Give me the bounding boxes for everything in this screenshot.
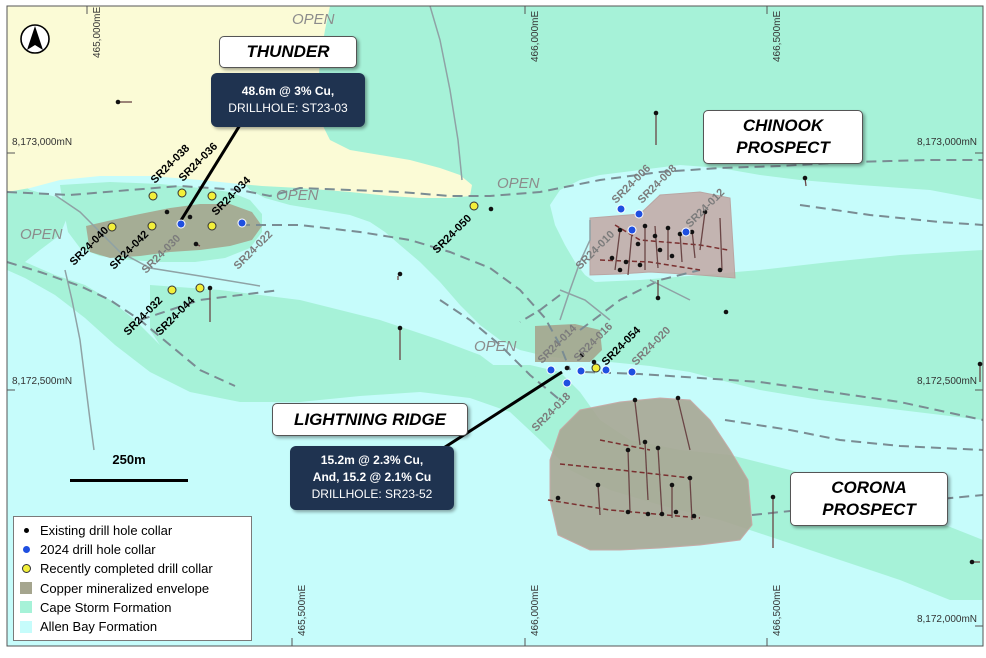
- cape-storm-formation-upper: [230, 6, 983, 420]
- title-thunder-text: THUNDER: [246, 42, 330, 61]
- callout-thunder: 48.6m @ 3% Cu, DRILLHOLE: ST23-03: [211, 73, 365, 127]
- open-label-top: OPEN: [292, 11, 335, 28]
- cape-storm-formation-south: [150, 285, 500, 392]
- lightning-leader: [427, 370, 563, 460]
- title-chinook-line2: PROSPECT: [736, 138, 830, 157]
- legend-item-existing-collar: Existing drill hole collar: [20, 521, 245, 540]
- envelope-thunder: [86, 204, 262, 258]
- allen-bay-swatch-icon: [20, 620, 32, 633]
- fault-lines: [6, 159, 984, 516]
- callout-thunder-line1: 48.6m @ 3% Cu,: [241, 84, 335, 98]
- legend-item-cape-storm: Cape Storm Formation: [20, 598, 245, 617]
- drill-sticks: [118, 101, 981, 563]
- north-arrow-icon: [20, 24, 50, 54]
- collar-2024-symbol-icon: [20, 544, 32, 556]
- existing-collars: [115, 99, 983, 565]
- envelope-swatch-icon: [20, 582, 32, 595]
- title-thunder: THUNDER: [219, 36, 357, 68]
- callout-thunder-line2: DRILLHOLE: ST23-03: [228, 101, 348, 115]
- open-label-center: OPEN: [497, 175, 540, 192]
- northing-right-8172500: 8,172,500mN: [917, 376, 977, 387]
- title-lightning-text: LIGHTNING RIDGE: [293, 410, 447, 429]
- scale-bar-label: 250m: [112, 452, 146, 467]
- open-label-west: OPEN: [20, 226, 63, 243]
- cape-storm-swatch-icon: [20, 601, 32, 614]
- collars-recent: [107, 188, 601, 373]
- existing-collar-symbol-icon: [20, 525, 32, 537]
- northing-right-8173000: 8,173,000mN: [917, 137, 977, 148]
- easting-bottom-465500: 465,500mE: [297, 585, 308, 636]
- recent-collar-symbol-icon: [20, 563, 32, 575]
- title-corona-prospect: CORONA PROSPECT: [790, 472, 948, 526]
- scale-bar-line: [70, 479, 188, 482]
- structure-lines: [54, 5, 691, 451]
- legend-label: Existing drill hole collar: [40, 523, 173, 539]
- easting-top-465000: 465,000mE: [92, 7, 103, 58]
- envelope-chinook: [589, 191, 736, 279]
- drill-traces: [547, 224, 729, 519]
- map-frame: [6, 5, 984, 647]
- scale-bar: 250m: [70, 452, 188, 488]
- legend-label: Recently completed drill collar: [40, 561, 213, 577]
- callout-lightning-line2: DRILLHOLE: SR23-52: [311, 487, 433, 501]
- thunder-leader: [178, 124, 242, 223]
- legend-item-recent-collar: Recently completed drill collar: [20, 559, 245, 578]
- easting-bottom-466500: 466,500mE: [772, 585, 783, 636]
- title-chinook-line1: CHINOOK: [742, 116, 824, 135]
- open-label-lightning: OPEN: [474, 338, 517, 355]
- easting-top-466500: 466,500mE: [772, 11, 783, 62]
- legend-label: Copper mineralized envelope: [40, 580, 210, 596]
- title-corona-line2: PROSPECT: [822, 500, 916, 519]
- open-label-thunder-east: OPEN: [276, 187, 319, 204]
- easting-top-466000: 466,000mE: [530, 11, 541, 62]
- callout-lightning-line1: 15.2m @ 2.3% Cu,: [320, 453, 424, 467]
- grid-ticks: [7, 6, 983, 646]
- callout-lightning-line1b: And, 15.2 @ 2.1% Cu: [312, 470, 432, 484]
- northing-left-8173000: 8,173,000mN: [12, 137, 72, 148]
- envelope-lightning: [535, 324, 602, 362]
- legend-label: Cape Storm Formation: [40, 599, 172, 615]
- legend-item-envelope: Copper mineralized envelope: [20, 579, 245, 598]
- northing-right-8172000: 8,172,000mN: [917, 614, 977, 625]
- map-legend: Existing drill hole collar 2024 drill ho…: [13, 516, 252, 641]
- legend-label: 2024 drill hole collar: [40, 542, 156, 558]
- title-corona-line1: CORONA: [831, 478, 907, 497]
- collars-2024: [176, 204, 691, 388]
- legend-item-2024-collar: 2024 drill hole collar: [20, 540, 245, 559]
- northing-left-8172500: 8,172,500mN: [12, 376, 72, 387]
- legend-item-allen-bay: Allen Bay Formation: [20, 617, 245, 636]
- title-lightning-ridge: LIGHTNING RIDGE: [272, 403, 468, 436]
- easting-bottom-466000: 466,000mE: [530, 585, 541, 636]
- title-chinook-prospect: CHINOOK PROSPECT: [703, 110, 863, 164]
- callout-lightning: 15.2m @ 2.3% Cu, And, 15.2 @ 2.1% Cu DRI…: [290, 446, 454, 510]
- legend-label: Allen Bay Formation: [40, 619, 158, 635]
